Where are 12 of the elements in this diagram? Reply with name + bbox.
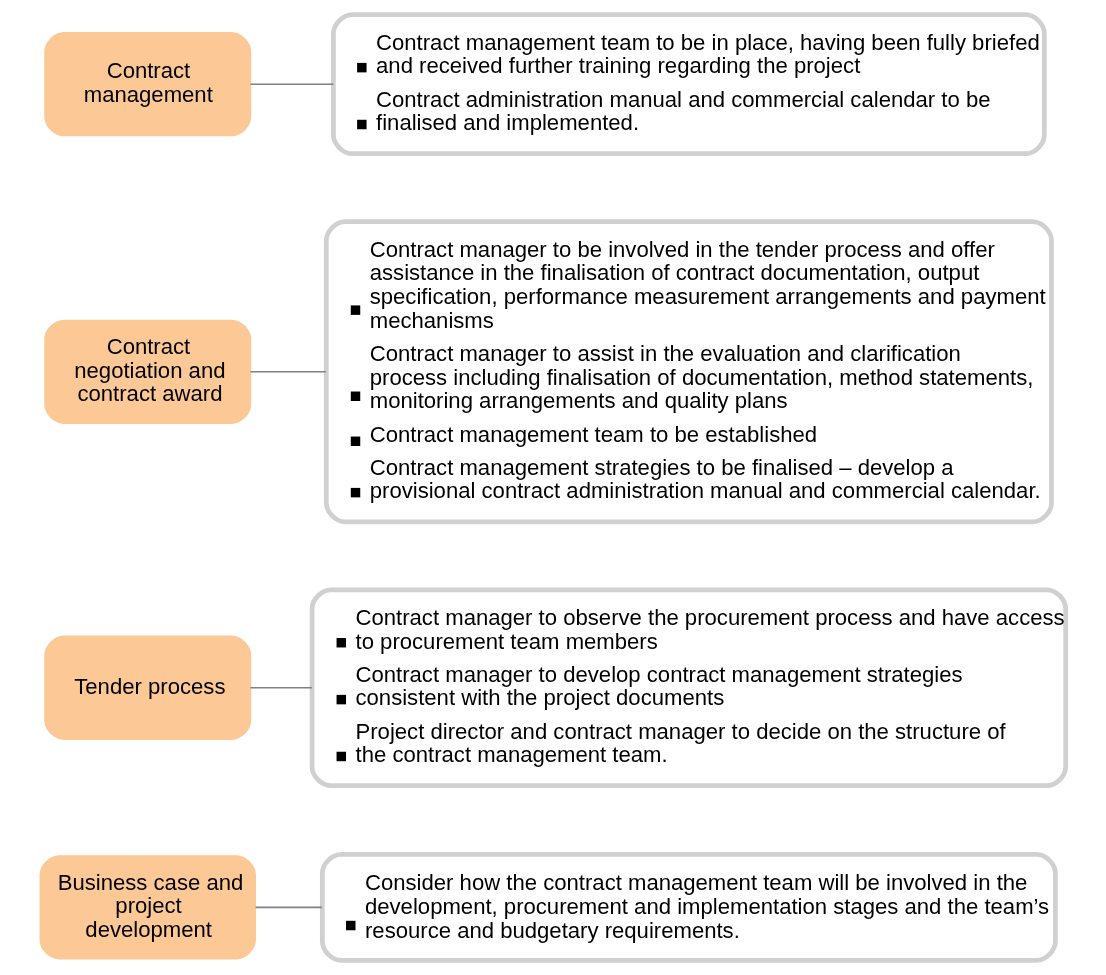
node-box: Consider how the contract management team will be involved in the development, procurement and implementation stages and the team’s resource and budgetary requirements. bbox=[319, 852, 1058, 963]
node-box: Contract negotiation and contract award bbox=[44, 319, 252, 424]
connector bbox=[249, 83, 335, 86]
node-box: Business case and project development bbox=[39, 855, 256, 960]
connector bbox=[249, 370, 327, 373]
connector bbox=[254, 906, 323, 909]
node-box: Contract management bbox=[44, 32, 252, 137]
node-box: Contract management team to be in place, having been fully briefed and received further training regarding the project Contract administration manual and commercial calendar to be finalised and implemented. bbox=[331, 12, 1047, 157]
node-box: Contract manager to observe the procurement process and have access to procurement team members Contract manager to develop contract management strategies consistent with the project documents Project director and contract manager to decide on the structure of the contract management team. bbox=[309, 587, 1069, 789]
node-box: Tender process bbox=[44, 635, 252, 740]
connector bbox=[249, 686, 313, 689]
node-box: Contract manager to be involved in the tender process and offer assistance in the finalisation of contract documentation, output specification, performance measurement arrangements and payment mechanisms Contract manager to assist in the evaluation and clarification process including finalisation of documentation, method statements, monitoring arrangements and quality plans Contract management team to be established Contract management strategies to be finalised – develop a provisional contract administration manual and commercial calendar. bbox=[323, 219, 1054, 525]
